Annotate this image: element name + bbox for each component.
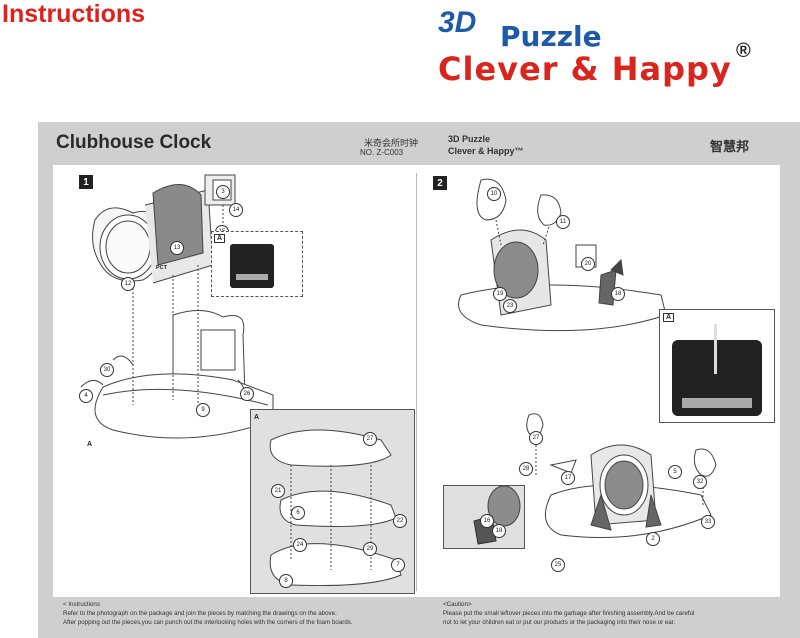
assembly-panel: 1 A PCT 3 14 15 13 12 bbox=[53, 165, 780, 597]
model-number: NO. Z-C003 bbox=[360, 148, 404, 157]
part-number: 19 bbox=[493, 287, 507, 301]
part-number: 27 bbox=[363, 432, 377, 446]
detail-zoom-diagram bbox=[473, 486, 521, 545]
inset-a-hands: A bbox=[659, 309, 775, 423]
part-number: 4 bbox=[79, 389, 93, 403]
part-number: 6 bbox=[291, 506, 305, 520]
part-number: 24 bbox=[293, 538, 307, 552]
part-number: 2 bbox=[646, 532, 660, 546]
step-1-badge: 1 bbox=[79, 175, 93, 189]
part-number: 8 bbox=[279, 574, 293, 588]
inset-a-hands-label: A bbox=[663, 313, 675, 322]
part-number: 33 bbox=[701, 515, 715, 529]
sheet-header: Clubhouse Clock 米奇会所时钟 NO. Z-C003 3D Puz… bbox=[38, 124, 800, 162]
product-title: Clubhouse Clock bbox=[56, 132, 212, 153]
caution-line-2: not to let your children eat or put our … bbox=[443, 619, 676, 626]
part-number: 32 bbox=[693, 475, 707, 489]
brand-tagline: Clever & Happy bbox=[438, 50, 732, 88]
small-brand-bottom: Clever & Happy™ bbox=[448, 146, 524, 156]
inset-a-movement: A bbox=[211, 231, 303, 297]
instructions-line-1: Refer to the photograph on the package a… bbox=[63, 610, 337, 617]
step-1-diagram bbox=[80, 174, 274, 439]
part-number: 3 bbox=[216, 185, 230, 199]
part-number: 12 bbox=[121, 277, 135, 291]
part-number: 5 bbox=[668, 465, 682, 479]
part-number: 29 bbox=[363, 542, 377, 556]
instructions-notes: < Instructions Refer to the photograph o… bbox=[63, 600, 353, 627]
part-number: 17 bbox=[561, 471, 575, 485]
part-number: 22 bbox=[393, 514, 407, 528]
brand-puzzle: Puzzle bbox=[500, 20, 602, 53]
step-1-label-a: A bbox=[87, 441, 93, 448]
caution-heading: <Caution> bbox=[443, 601, 472, 608]
inset-a-label: A bbox=[214, 234, 226, 243]
part-number: 18 bbox=[492, 524, 506, 538]
part-number: 20 bbox=[581, 257, 595, 271]
base-layers-diagram bbox=[269, 429, 402, 587]
company-logo: 智慧邦 bbox=[710, 140, 750, 155]
instructions-heading: < Instructions bbox=[63, 601, 100, 608]
inset-base-label: A bbox=[254, 414, 260, 421]
sheet-footer: < Instructions Refer to the photograph o… bbox=[53, 600, 780, 636]
step-2-badge: 2 bbox=[433, 176, 447, 190]
product-chinese-name: 米奇会所时钟 bbox=[364, 139, 419, 149]
instructions-line-2: After popping out the pieces,you can pun… bbox=[63, 619, 353, 626]
part-number: 7 bbox=[391, 558, 405, 572]
brand-3d: 3D bbox=[438, 6, 477, 39]
brand-logo: 3D Puzzle Clever & Happy ® bbox=[438, 6, 768, 96]
part-number: 10 bbox=[487, 187, 501, 201]
caution-line-1: Please put the small leftover pieces int… bbox=[443, 610, 695, 617]
clock-movement-image bbox=[230, 244, 274, 288]
part-number: 25 bbox=[551, 558, 565, 572]
instructions-title: Instructions bbox=[2, 0, 146, 28]
part-number: 13 bbox=[170, 241, 184, 255]
part-number: 27 bbox=[529, 431, 543, 445]
clock-movement-hands-image bbox=[672, 324, 762, 416]
part-number: 26 bbox=[240, 387, 254, 401]
part-number: 14 bbox=[229, 203, 243, 217]
part-number: 11 bbox=[556, 215, 570, 229]
small-brand-logo: 3D Puzzle Clever & Happy™ bbox=[448, 134, 528, 160]
registered-mark: ® bbox=[736, 40, 751, 62]
part-number: 9 bbox=[196, 403, 210, 417]
part-number: 16 bbox=[480, 514, 494, 528]
step-divider bbox=[416, 173, 417, 591]
part-number: 28 bbox=[519, 462, 533, 476]
inset-detail-zoom: 16 18 bbox=[443, 485, 525, 549]
pct-label: PCT bbox=[156, 265, 167, 271]
part-number: 18 bbox=[611, 287, 625, 301]
small-brand-top: 3D Puzzle bbox=[448, 134, 491, 144]
inset-base-assembly: A 27 21 6 22 24 29 7 8 bbox=[250, 409, 415, 594]
part-number: 23 bbox=[503, 299, 517, 313]
part-number: 30 bbox=[100, 363, 114, 377]
part-number: 21 bbox=[271, 484, 285, 498]
caution-notes: <Caution> Please put the small leftover … bbox=[443, 600, 694, 627]
